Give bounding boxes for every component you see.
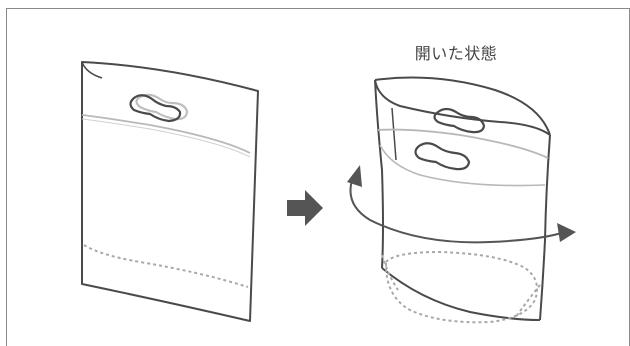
curved-double-arrow-icon [347,165,576,244]
opened-pouch-left-side [374,79,384,269]
opened-pouch-seal-line-lower [379,144,546,187]
opened-pouch-right-side [539,134,551,321]
curved-arrow-head-left [347,165,362,187]
opened-pouch-bottom-gusset [384,250,538,324]
closed-pouch-inner-line [81,118,251,158]
opened-pouch-rim-back [374,76,551,136]
opened-pouch-gusset-left [381,254,399,291]
curved-arrow-stroke [349,179,566,244]
curved-arrow-head-right [557,223,576,242]
opened-pouch-handle-front-icon [414,142,471,171]
opened-pouch-seal-line [377,128,549,159]
closed-pouch-handle-icon [129,94,182,123]
right-arrow-icon [287,190,323,226]
closed-pouch-body [81,61,259,322]
opened-pouch-handle-back-icon [433,107,486,134]
opened-pouch [374,76,551,324]
closed-pouch-handle-back [135,93,189,121]
opened-pouch-inner-seam [391,107,397,161]
opened-state-label: 開いた状態 [414,44,498,63]
closed-pouch-top-fold [81,61,103,79]
opened-pouch-rim-front [374,79,551,136]
opened-pouch-bottom-edge [381,267,541,321]
closed-pouch-seal-line [81,114,251,154]
opened-pouch-gusset-right [514,284,541,319]
closed-pouch [81,61,259,322]
